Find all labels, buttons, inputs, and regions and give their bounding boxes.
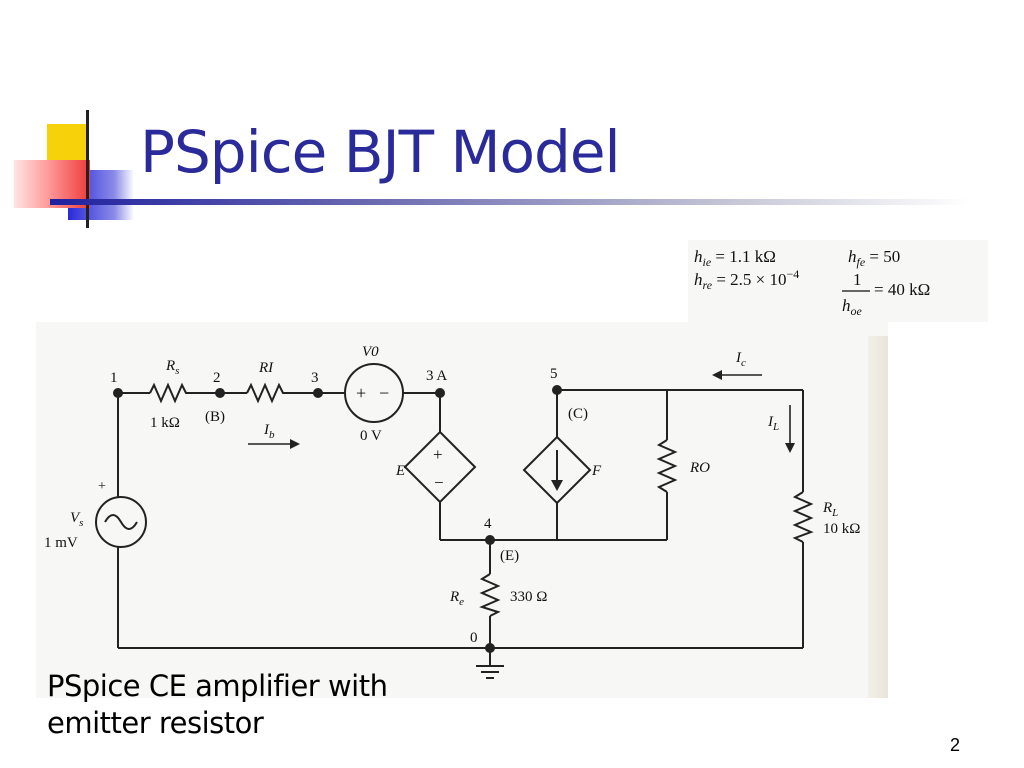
param-hoe-value: = 40 kΩ [874, 280, 930, 299]
resistor-rl [792, 491, 814, 543]
label-ri: RI [258, 360, 274, 376]
caption-line-2: emitter resistor [47, 706, 264, 740]
label-vs: Vs [70, 510, 83, 529]
source-vs: + [95, 479, 147, 548]
label-v0-value: 0 V [360, 428, 382, 444]
node-label-c: (C) [568, 406, 588, 422]
source-f-cccs [522, 435, 592, 505]
node-label-0: 0 [470, 630, 478, 646]
param-hoe-numerator: 1 [853, 270, 862, 289]
param-hie: hie = 1.1 kΩ [694, 247, 776, 269]
scanned-figure-background [36, 322, 888, 698]
label-re-value: 330 Ω [510, 589, 547, 605]
label-rl-value: 10 kΩ [823, 521, 860, 537]
page-number: 2 [950, 735, 961, 755]
node-label-3a: 3 A [426, 368, 447, 384]
arrow-ib [248, 439, 300, 449]
node-label-5: 5 [550, 366, 558, 382]
svg-text:+: + [98, 479, 106, 494]
wires [117, 389, 804, 666]
svg-text:−: − [379, 383, 389, 403]
resistor-re [479, 573, 501, 617]
ground-symbol [476, 665, 504, 679]
label-rs: Rs [165, 358, 179, 377]
label-ic: Ic [735, 350, 746, 369]
label-vs-value: 1 mV [44, 535, 78, 551]
label-f: F [591, 463, 602, 479]
node-label-2: 2 [213, 370, 221, 386]
label-rl: RL [822, 500, 838, 519]
title-underline [50, 199, 970, 205]
figure-caption: PSpice CE amplifier with emitter resisto… [47, 668, 388, 742]
caption-line-1: PSpice CE amplifier with [47, 669, 388, 703]
source-e-vcvs: + − [403, 430, 477, 504]
node-label-b: (B) [205, 409, 225, 425]
node-dots [113, 385, 562, 653]
scanned-figure-edge [868, 336, 888, 698]
resistor-ri [246, 382, 289, 404]
slide-title: PSpice BJT Model [140, 118, 621, 186]
param-hre: hre = 2.5 × 10−4 [694, 267, 799, 292]
source-v0: + − [344, 363, 404, 423]
param-hfe: hfe = 50 [848, 247, 900, 269]
label-v0: V0 [362, 344, 379, 360]
decor-vertical-line [86, 110, 89, 228]
parameter-text: hie = 1.1 kΩ hre = 2.5 × 10−4 hfe = 50 1… [694, 247, 930, 318]
node-label-e: (E) [500, 548, 519, 564]
label-il: IL [767, 414, 779, 433]
arrow-il [785, 405, 795, 453]
node-label-4: 4 [484, 516, 492, 532]
node-label-1: 1 [110, 370, 118, 386]
resistor-ro [656, 439, 678, 493]
node-label-3: 3 [311, 370, 319, 386]
svg-text:+: + [356, 383, 366, 403]
label-re: Re [449, 589, 464, 608]
label-e: E [395, 463, 405, 479]
param-hoe-denominator: hoe [842, 296, 863, 318]
label-ib: Ib [263, 422, 275, 441]
label-rs-value: 1 kΩ [150, 415, 180, 431]
resistor-rs [149, 382, 190, 404]
label-ro: RO [689, 460, 710, 476]
svg-text:+: + [433, 445, 443, 464]
parameter-panel [688, 240, 988, 322]
svg-text:−: − [434, 473, 444, 492]
arrow-ic [712, 370, 762, 380]
